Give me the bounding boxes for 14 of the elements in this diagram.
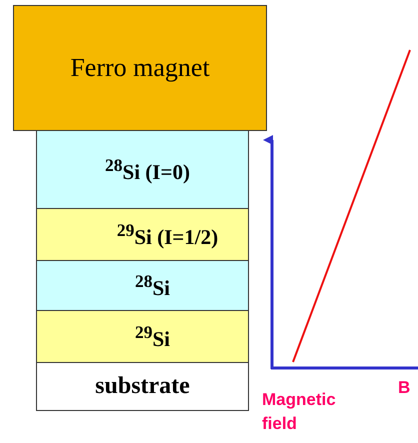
layer-label: $^{29}$Si (I=1/2): [116, 220, 218, 250]
layer-block: [36, 260, 249, 311]
axis-label: Magnetic field: [262, 389, 337, 435]
axis-label: B: [398, 377, 412, 399]
layer-label: Ferro magnet: [70, 53, 210, 83]
layer-block: [36, 130, 249, 209]
layer-block: [36, 208, 249, 261]
layer-label: $^{28}$Si: [134, 270, 170, 300]
layer-block: [36, 310, 249, 363]
layer-block: [13, 5, 267, 131]
layer-block: [36, 362, 249, 411]
layer-label: $^{29}$Si: [134, 322, 170, 352]
layer-label: substrate: [95, 373, 190, 400]
layer-label: $^{28}$Si (I=0): [105, 154, 190, 184]
